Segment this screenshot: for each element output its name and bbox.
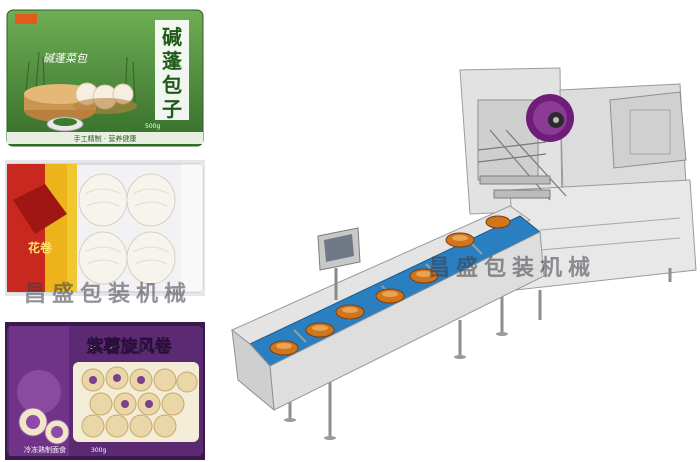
svg-text:子: 子 [162,97,182,121]
package-weight: 300g [91,447,106,454]
svg-text:包: 包 [162,73,182,97]
infeed-conveyor [231,205,545,412]
weight-label: 500g [145,123,160,130]
bun-package-illustration: 碱蓬菜包 碱 蓬 包 子 500g 手工精制 · 营养健康 [6,9,204,147]
control-panel [317,227,361,300]
watermark-right: 昌盛包装机械 [428,256,597,281]
rolls-bag-illustration: 花卷 [5,160,205,296]
svg-text:蓬: 蓬 [162,49,183,73]
control-screen [324,234,354,262]
product-photo-rolls-bag: 花卷 [5,160,205,296]
machine-body [459,67,697,320]
rolls-label: 花卷 [28,240,53,255]
product-photo-bun-package: 碱蓬菜包 碱 蓬 包 子 500g 手工精制 · 营养健康 [5,2,205,152]
watermark-left: 昌盛包装机械 [24,282,193,307]
purple-package-illustration: 紫薯旋风卷 冷冻熟制面食 300g [5,322,205,460]
package-bottom-text: 冷冻熟制面食 [24,445,66,454]
package-title: 紫薯旋风卷 [87,336,173,357]
vertical-brand-title: 碱 蓬 包 子 [162,25,183,121]
flow-wrap-machine-illustration [231,67,697,440]
svg-text:碱: 碱 [162,25,182,49]
product-photo-purple-package: 紫薯旋风卷 冷冻熟制面食 300g [5,322,205,460]
script-label: 碱蓬菜包 [43,52,88,65]
bottom-strip-text: 手工精制 · 营养健康 [74,134,137,143]
